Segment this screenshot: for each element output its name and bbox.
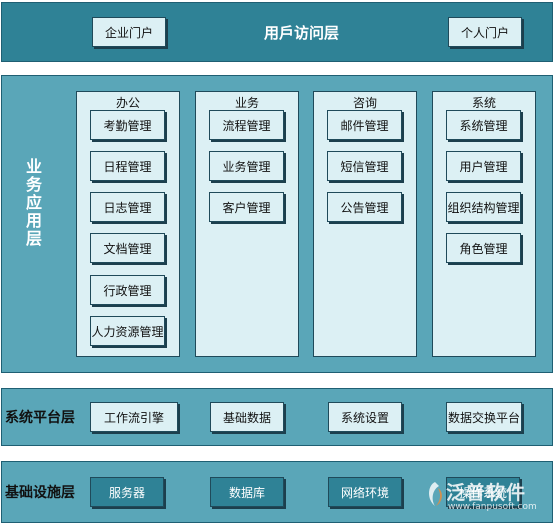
- column-office: 办公 考勤管理 日程管理 日志管理 文档管理 行政管理 人力资源管理: [76, 91, 180, 357]
- module-box[interactable]: 业务管理: [209, 151, 284, 181]
- module-box[interactable]: 日志管理: [90, 192, 165, 222]
- column-title: 咨询: [352, 96, 377, 110]
- module-box[interactable]: 人力资源管理: [90, 316, 165, 346]
- platform-item[interactable]: 数据交换平台: [446, 402, 522, 432]
- column-consulting: 咨询 邮件管理 短信管理 公告管理: [313, 91, 417, 357]
- user-access-layer-title: 用戶访问层: [264, 24, 340, 42]
- platform-item[interactable]: 基础数据: [210, 402, 284, 432]
- column-title: 系统: [471, 96, 496, 110]
- platform-item[interactable]: 工作流引擎: [90, 402, 178, 432]
- module-box[interactable]: 客户管理: [209, 192, 284, 222]
- column-title: 业务: [234, 96, 259, 110]
- module-box[interactable]: 邮件管理: [327, 110, 402, 140]
- module-box[interactable]: 公告管理: [327, 192, 402, 222]
- module-box[interactable]: 行政管理: [90, 275, 165, 305]
- system-platform-layer-title: 系统平台层: [5, 410, 75, 426]
- module-box[interactable]: 组织结构管理: [446, 192, 521, 222]
- business-application-layer-title: 业务应用层: [25, 157, 42, 248]
- module-box[interactable]: 角色管理: [446, 233, 521, 263]
- infrastructure-layer-title: 基础设施层: [5, 485, 75, 501]
- module-box[interactable]: 文档管理: [90, 233, 165, 263]
- module-box[interactable]: 流程管理: [209, 110, 284, 140]
- column-title: 办公: [115, 96, 140, 110]
- logo-swirl-icon: [429, 482, 442, 506]
- module-box[interactable]: 考勤管理: [90, 110, 165, 140]
- user-access-layer: 企业门户 用戶访问层 个人门户: [1, 2, 553, 62]
- watermark-name: 泛普软件: [446, 482, 527, 504]
- watermark-url: www.fanpusoft.com: [448, 502, 537, 512]
- infra-item[interactable]: 服务器: [90, 477, 164, 507]
- module-box[interactable]: 日程管理: [90, 151, 165, 181]
- module-box[interactable]: 用户管理: [446, 151, 521, 181]
- infra-item[interactable]: 数据库: [210, 477, 284, 507]
- infra-item[interactable]: 网络环境: [328, 477, 402, 507]
- watermark-logo: 泛普软件 www.fanpusoft.com: [424, 476, 550, 516]
- column-business: 业务 流程管理 业务管理 客户管理: [195, 91, 299, 357]
- column-system: 系统 系统管理 用户管理 组织结构管理 角色管理: [432, 91, 536, 357]
- personal-portal-box[interactable]: 个人门户: [448, 17, 522, 47]
- enterprise-portal-box[interactable]: 企业门户: [92, 17, 166, 47]
- module-box[interactable]: 短信管理: [327, 151, 402, 181]
- platform-item[interactable]: 系统设置: [328, 402, 402, 432]
- infra-item[interactable]: 操作系统: [446, 477, 520, 507]
- module-box[interactable]: 系统管理: [446, 110, 521, 140]
